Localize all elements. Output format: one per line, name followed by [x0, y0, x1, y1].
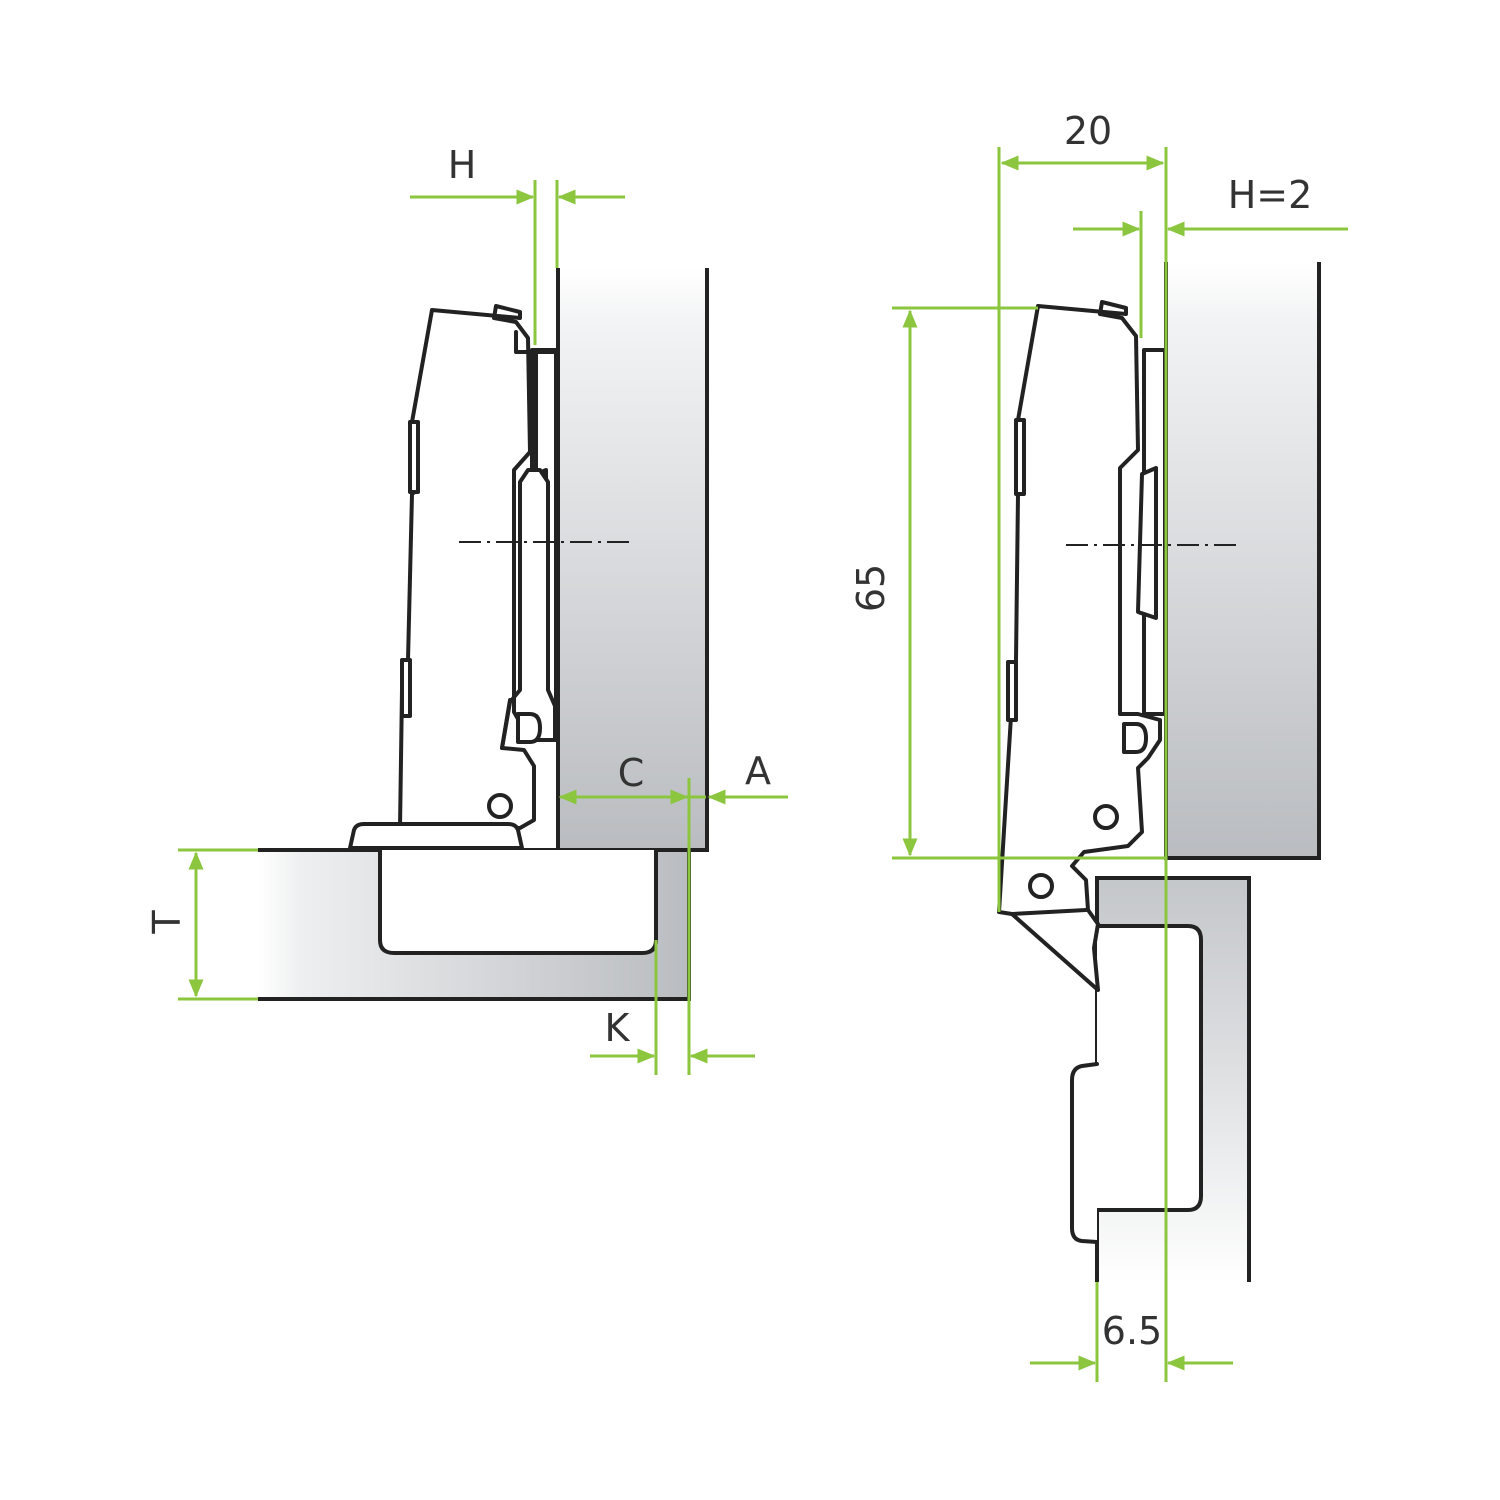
- right-arm-tab-lower: [1006, 660, 1018, 722]
- left-c-label: C: [618, 751, 645, 795]
- left-hinge-diagram: H C A T K: [145, 143, 788, 1075]
- right-arm-link: [1010, 908, 1088, 916]
- right-arm-tab-upper: [1014, 418, 1026, 496]
- left-cup-flange: [348, 822, 524, 850]
- left-pivot-circle: [487, 793, 513, 819]
- right-20-dimension: 20: [997, 109, 1168, 1382]
- left-a-label: A: [745, 749, 771, 793]
- right-65-label: 65: [849, 564, 893, 612]
- left-h-label: H: [448, 143, 477, 187]
- right-6-5-label: 6.5: [1102, 1309, 1162, 1353]
- right-pivot-circle-upper: [1093, 804, 1119, 830]
- right-hinge-cup: [1095, 924, 1203, 1212]
- left-c-dimension: C: [558, 751, 691, 1075]
- right-65-dimension: 65: [849, 306, 1166, 860]
- left-hinge-cup: [378, 848, 658, 955]
- right-hinge-diagram: 20 H=2 65 6.5: [849, 109, 1348, 1382]
- left-side-panel: [558, 268, 707, 850]
- right-20-label: 20: [1064, 109, 1112, 153]
- left-t-dimension: T: [145, 848, 258, 1001]
- right-d-slot: [1122, 722, 1148, 754]
- left-d-slot: [516, 712, 542, 744]
- left-a-dimension: A: [687, 749, 788, 805]
- left-arm-tab-upper: [408, 420, 420, 494]
- right-h2-label: H=2: [1228, 173, 1313, 217]
- right-h2-dimension: H=2: [1073, 173, 1348, 338]
- left-k-dimension: K: [590, 940, 755, 1075]
- right-pivot-circle-lower: [1028, 873, 1054, 899]
- left-t-label: T: [145, 910, 189, 935]
- right-cup-flange: [1070, 1062, 1099, 1244]
- left-arm-inner-line: [500, 330, 534, 750]
- right-side-panel: [1166, 262, 1319, 858]
- left-arm-tab-lower: [400, 658, 412, 718]
- left-h-dimension: H: [410, 143, 625, 345]
- right-6-5-dimension: 6.5: [1030, 1282, 1233, 1382]
- right-plate-cam: [1136, 466, 1158, 620]
- left-k-label: K: [605, 1006, 631, 1050]
